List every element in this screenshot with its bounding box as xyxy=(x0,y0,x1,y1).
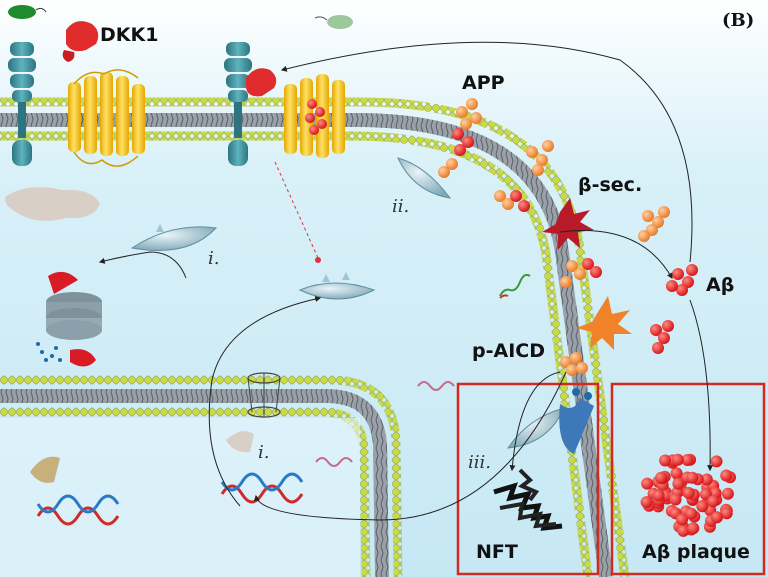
pathway-marker-i-lower: i. xyxy=(258,442,270,463)
dashed-signal-line xyxy=(274,161,319,259)
tcf-factor xyxy=(30,456,60,483)
abeta-oligomer xyxy=(638,206,670,242)
gsk3-enzyme-upper xyxy=(130,224,218,251)
plaque-sphere xyxy=(700,473,713,486)
pathway-marker-iii: iii. xyxy=(468,452,491,473)
aicd-fragment xyxy=(417,381,455,391)
nft-tangle xyxy=(493,468,563,531)
abeta-label: Aβ xyxy=(706,274,735,296)
plaque-sphere xyxy=(652,489,665,502)
lrp-receptor-left xyxy=(8,42,36,166)
app-protein xyxy=(438,98,482,178)
plaque-sphere xyxy=(696,500,709,513)
plaque-sphere xyxy=(710,455,723,468)
plaque-sphere xyxy=(687,522,700,535)
dkk1-label: DKK1 xyxy=(100,24,159,46)
app-protein-lower xyxy=(560,258,602,288)
plaque-sphere xyxy=(671,453,684,466)
plaque-sphere xyxy=(641,477,654,490)
abeta-plaque-label: Aβ plaque xyxy=(642,541,750,563)
mrna-strand xyxy=(315,457,353,467)
bacterium-icon-2 xyxy=(314,15,353,29)
gsk3-enzyme-ii xyxy=(397,157,452,199)
plaque-sphere xyxy=(721,487,734,500)
plaque-sphere xyxy=(677,524,690,537)
tcf-factor-2 xyxy=(226,431,254,453)
frizzled-receptor-left xyxy=(68,69,145,167)
plaque-sphere xyxy=(676,513,689,526)
plaque-sphere xyxy=(670,467,683,480)
dkk1-protein xyxy=(62,21,99,62)
plaque-sphere xyxy=(669,493,682,506)
plaque-sphere xyxy=(672,477,685,490)
app-fragment xyxy=(494,140,554,212)
dna-helix-right xyxy=(220,472,304,504)
plaque-sphere xyxy=(707,495,720,508)
pathway-marker-ii: ii. xyxy=(392,196,410,217)
gamma-secretase-enzyme xyxy=(576,296,632,350)
beta-secretase-enzyme xyxy=(542,198,594,250)
p-aicd-label: p-AICD xyxy=(472,340,545,362)
panel-label: (B) xyxy=(722,10,755,31)
proteasome-icon xyxy=(36,271,102,367)
app-label: APP xyxy=(462,72,505,94)
nuclear-pore xyxy=(247,372,281,418)
plaque-sphere xyxy=(686,471,699,484)
beta-secretase-label: β-sec. xyxy=(578,174,643,196)
nft-label: NFT xyxy=(476,541,518,563)
plaque-sphere xyxy=(659,454,672,467)
tau-protein xyxy=(559,388,594,454)
beta-catenin-blob xyxy=(5,187,100,221)
pathway-arrows xyxy=(98,41,714,521)
pathway-marker-i-upper: i. xyxy=(208,248,220,269)
lrp-receptor-bound xyxy=(224,42,277,166)
nuclear-membrane xyxy=(0,375,403,577)
gsk3-enzyme-center xyxy=(298,272,376,300)
abeta-monomer-cluster xyxy=(666,264,698,296)
plaque-box xyxy=(610,382,766,576)
p-aicd-molecule xyxy=(560,352,588,376)
bacterium-icon xyxy=(8,5,47,19)
plaque-sphere xyxy=(711,511,723,524)
plaque-sphere xyxy=(681,454,694,466)
plaque-sphere xyxy=(720,507,733,520)
frizzled-receptor-bound xyxy=(284,74,345,158)
aicd-fragment-2 xyxy=(499,273,531,299)
plaque-sphere xyxy=(685,507,698,520)
plaque-sphere xyxy=(720,469,733,482)
abeta-plaque xyxy=(640,453,736,537)
abeta-cluster-2 xyxy=(650,320,674,354)
tau-pathology-box xyxy=(456,382,600,576)
plaque-sphere xyxy=(640,496,653,509)
plaque-sphere xyxy=(655,471,668,484)
plaque-sphere xyxy=(682,487,695,499)
signal-dot xyxy=(315,257,321,263)
dna-helix-left xyxy=(36,494,120,526)
